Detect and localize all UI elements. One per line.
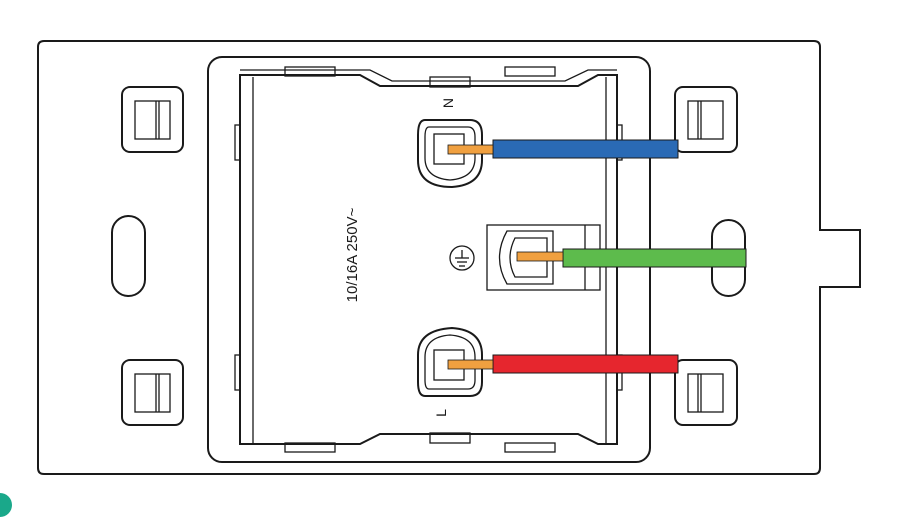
live-wire: [492, 354, 679, 374]
neutral-wire: [492, 139, 679, 159]
earth-conductor: [516, 251, 564, 262]
neutral-conductor: [447, 144, 494, 155]
live-conductor: [447, 359, 494, 370]
clip-top-left: [121, 86, 184, 153]
accent-dot: [0, 493, 12, 517]
earth-wire: [562, 248, 747, 268]
mounting-slot-left: [111, 215, 146, 297]
live-label: L: [433, 409, 449, 417]
socket-box: [234, 66, 623, 453]
clip-top-right: [674, 86, 738, 153]
clip-bottom-left: [121, 359, 184, 426]
neutral-label: N: [440, 98, 456, 108]
mounting-plate: [37, 40, 861, 475]
earth-ground-icon: [449, 245, 475, 271]
rating-label: 10/16A 250V~: [344, 207, 361, 302]
clip-bottom-right: [674, 359, 738, 426]
